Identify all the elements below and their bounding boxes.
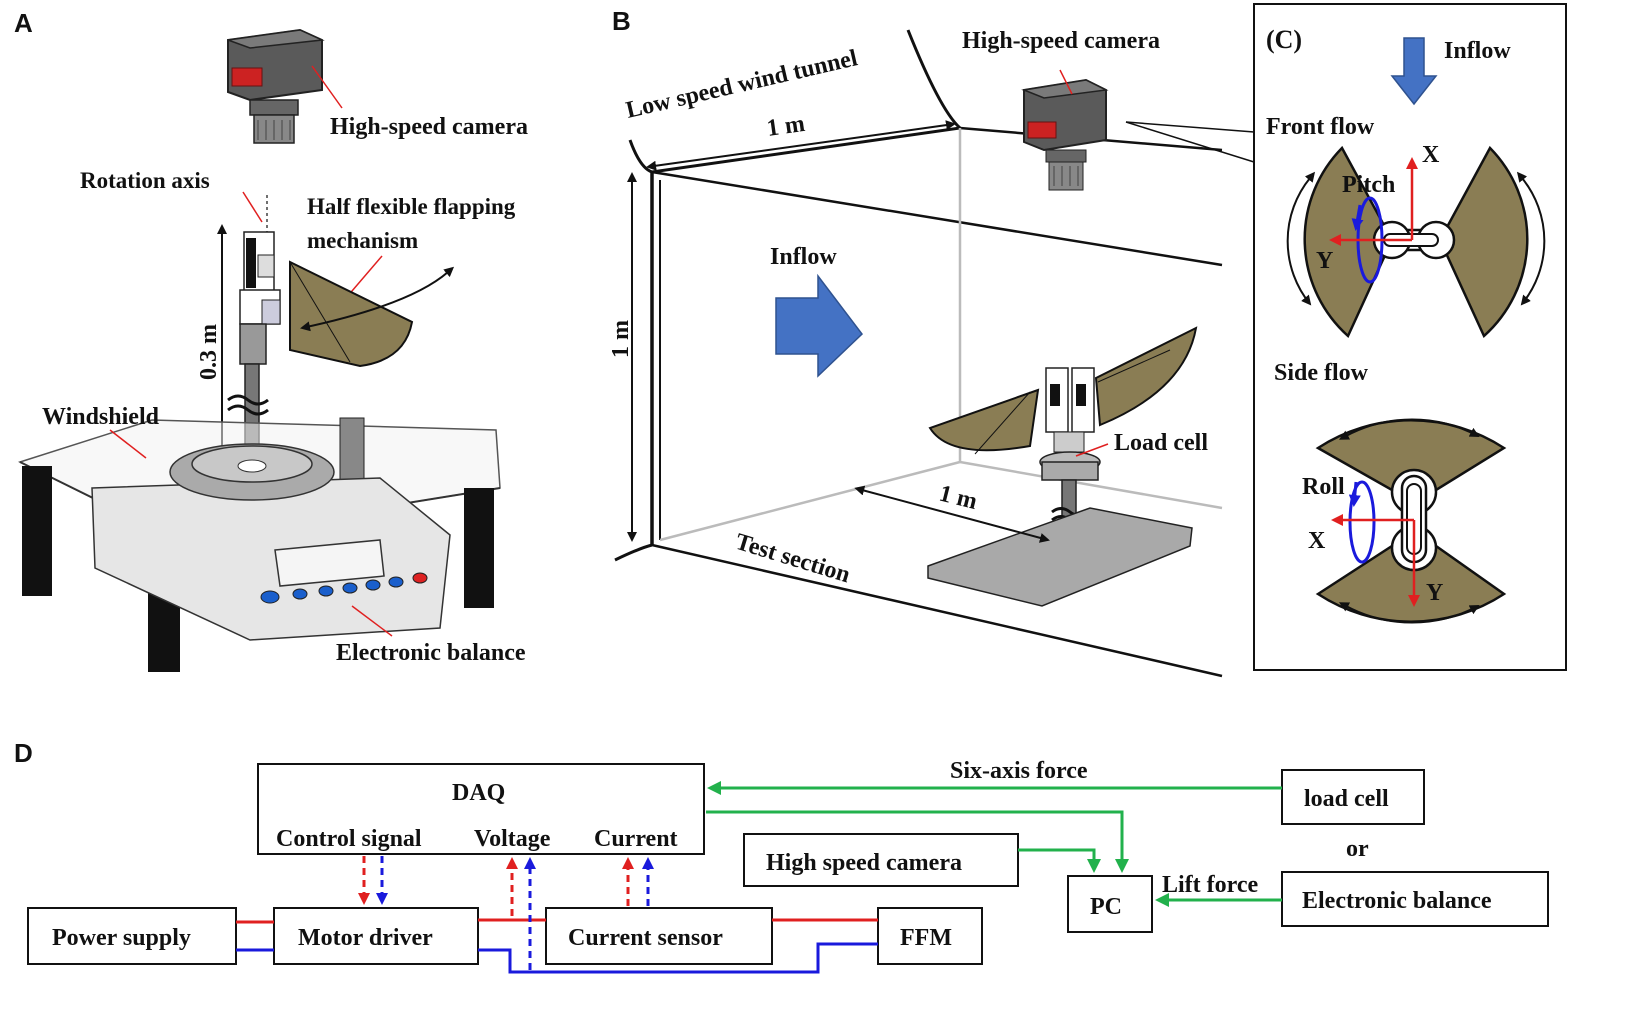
panel-c-letter: (C) (1266, 25, 1302, 54)
daq-label: DAQ (452, 780, 505, 806)
inflow-arrow-c (1390, 37, 1438, 106)
panel-a: A High-speed camera Rotation axis Half f… (14, 8, 528, 672)
base-plate-b (927, 507, 1193, 607)
electronic-balance-box (1281, 871, 1549, 927)
current-label: Current (594, 826, 678, 852)
high-speed-camera-b (1021, 78, 1109, 191)
voltage-label: Voltage (474, 826, 551, 852)
windshield-label: Windshield (42, 404, 160, 430)
or-label: or (1346, 836, 1369, 862)
height-label-b: 1 m (608, 320, 634, 358)
inflow-arrow-b (775, 273, 864, 378)
wing-a (289, 260, 414, 368)
side-flow-label: Side flow (1274, 360, 1369, 386)
motor-driver-label: Motor driver (298, 925, 433, 951)
current-sensor-box (545, 907, 773, 965)
six-axis-label: Six-axis force (950, 758, 1088, 784)
motor-driver-box (273, 907, 479, 965)
load-cell-box (1281, 769, 1425, 825)
pitch-label: Pitch (1342, 172, 1395, 198)
y-label-side: Y (1426, 580, 1443, 606)
daq-box (257, 763, 705, 855)
right-wing-b (1094, 326, 1198, 427)
panel-d-letter: D (14, 738, 33, 768)
test-section-label: Test section (732, 529, 853, 588)
x-label-side: X (1308, 528, 1326, 554)
high-speed-camera-a (227, 28, 325, 144)
power-supply-box (27, 907, 237, 965)
load-cell-label: Load cell (1114, 430, 1208, 456)
front-flow-label: Front flow (1266, 114, 1375, 140)
balance-label: Electronic balance (336, 640, 526, 666)
electronic-balance-a (91, 443, 451, 641)
current-sensor-label: Current sensor (568, 925, 723, 951)
high-speed-camera-box (743, 833, 1019, 887)
roll-label: Roll (1302, 474, 1345, 500)
camera-label-a: High-speed camera (330, 114, 528, 140)
camera-label-d: High speed camera (766, 850, 962, 876)
ffm-label: FFM (900, 925, 952, 951)
panel-c: (C) Inflow Front flow X Pitch Y Side flo… (1253, 3, 1567, 671)
panel-b-letter: B (612, 6, 631, 36)
power-supply-label: Power supply (52, 925, 191, 951)
y-label-front: Y (1316, 248, 1333, 274)
inflow-label-b: Inflow (770, 244, 837, 270)
pc-box (1067, 875, 1153, 933)
inflow-label-c: Inflow (1444, 38, 1511, 64)
height-label-a: 0.3 m (196, 324, 222, 380)
pc-label: PC (1090, 894, 1122, 920)
x-label-front: X (1422, 142, 1440, 168)
flapping-mechanism-b (1039, 367, 1101, 551)
camera-label-b: High-speed camera (962, 28, 1160, 54)
width-label-b: 1 m (765, 111, 806, 142)
mechanism-label-line2: mechanism (307, 228, 418, 253)
depth-label-b: 1 m (937, 481, 980, 515)
load-cell-label-d: load cell (1304, 786, 1389, 812)
left-wing-b (928, 388, 1040, 452)
panel-d: D DAQ Control signal Voltage Current loa… (14, 738, 1549, 974)
electronic-balance-label-d: Electronic balance (1302, 888, 1492, 914)
ffm-box (877, 907, 983, 965)
tunnel-label: Low speed wind tunnel (624, 45, 861, 124)
panel-b: B Low speed wind tunnel 1 m 1 m (608, 6, 1255, 678)
panel-a-letter: A (14, 8, 33, 38)
mechanism-label-line1: Half flexible flapping (307, 194, 516, 219)
control-signal-label: Control signal (276, 826, 422, 852)
lift-force-label: Lift force (1162, 872, 1259, 898)
rotation-axis-label: Rotation axis (80, 168, 210, 193)
